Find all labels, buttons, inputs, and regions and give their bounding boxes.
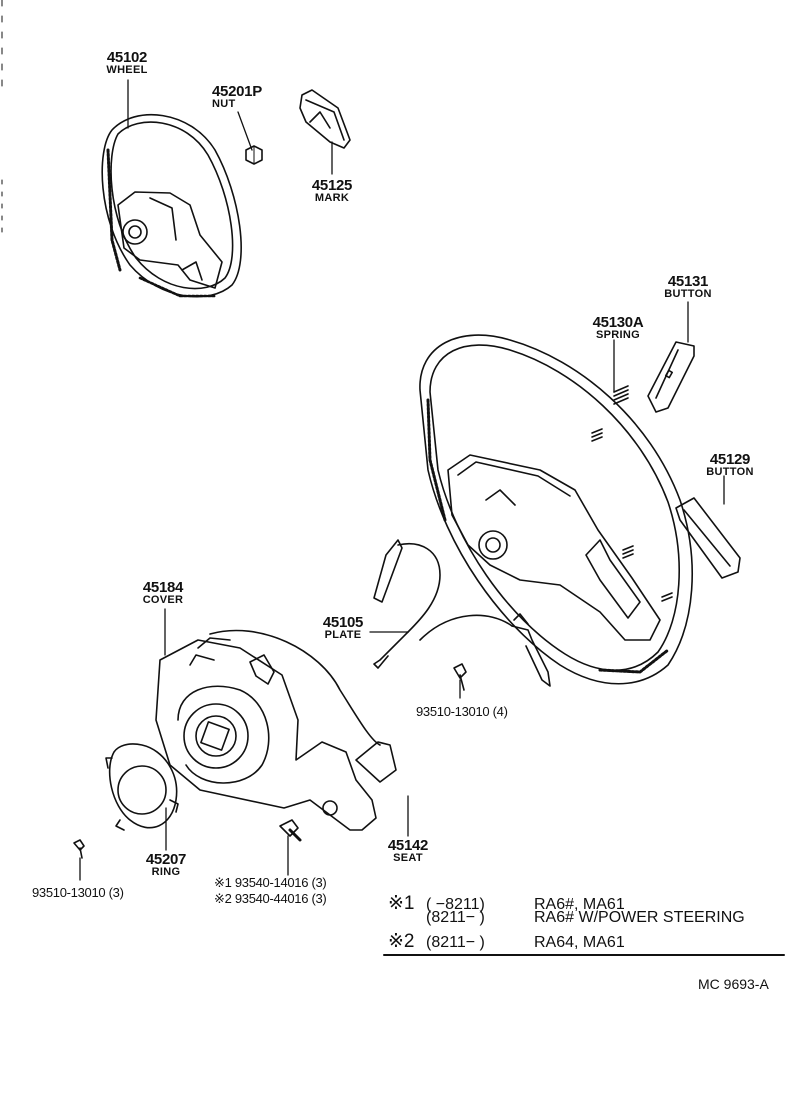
callout-bolt: ※1 93540-14016 (3) ※2 93540-44016 (3) bbox=[214, 875, 327, 906]
callout-screw-ring: 93510-13010 (3) bbox=[32, 886, 124, 899]
part-number: 93510-13010 (4) bbox=[416, 704, 508, 719]
part-number: 45125 bbox=[311, 177, 353, 194]
spring bbox=[613, 385, 629, 405]
note-mark: ※1 bbox=[388, 893, 415, 914]
part-name: BUTTON bbox=[706, 466, 754, 478]
mark-emblem bbox=[299, 89, 351, 149]
plate-wiring bbox=[373, 539, 551, 687]
note-mark: ※2 bbox=[388, 931, 415, 952]
callout-wheel: 45102 WHEEL bbox=[106, 50, 147, 76]
cover bbox=[155, 629, 397, 831]
part-number: ※1 93540-14016 (3) bbox=[214, 875, 327, 890]
button-upper bbox=[647, 341, 695, 413]
screw-plate bbox=[453, 663, 467, 691]
callout-mark: 45125 MARK bbox=[311, 177, 353, 204]
part-number: 93510-13010 (3) bbox=[32, 885, 124, 900]
part-name: SPRING bbox=[596, 329, 640, 341]
part-number: 45184 bbox=[142, 579, 184, 596]
note-models: RA64, MA61 bbox=[534, 934, 625, 951]
ring bbox=[105, 743, 179, 831]
part-number: 45201P bbox=[212, 83, 262, 100]
wheel-large bbox=[419, 334, 693, 685]
part-name: WHEEL bbox=[106, 64, 148, 76]
wheel-small bbox=[101, 113, 242, 298]
note-row-3: ※2 (8211− ) RA64, MA61 bbox=[388, 930, 625, 953]
leader-lines bbox=[79, 79, 725, 881]
callout-ring: 45207 RING bbox=[145, 851, 187, 878]
screw-ring bbox=[73, 839, 85, 859]
part-number: ※2 93540-44016 (3) bbox=[214, 891, 327, 906]
note-range: (8211− ) bbox=[426, 934, 485, 951]
note-range: (8211− ) bbox=[426, 909, 485, 926]
callout-button-lower: 45129 BUTTON bbox=[706, 452, 753, 478]
callout-spring: 45130A SPRING bbox=[593, 315, 644, 341]
nut bbox=[245, 145, 263, 165]
diagram-reference-code: MC 9693-A bbox=[698, 976, 769, 992]
part-name: NUT bbox=[212, 98, 236, 110]
part-name: SEAT bbox=[393, 852, 423, 864]
part-number: 45105 bbox=[322, 614, 364, 631]
note-range: ( −8211) bbox=[426, 896, 485, 913]
callout-cover: 45184 COVER bbox=[143, 580, 184, 606]
note-row-2: (8211− ) RA6# W/POWER STEERING bbox=[388, 909, 745, 927]
callout-plate: 45105 PLATE bbox=[322, 614, 364, 641]
part-number: 45131 bbox=[667, 273, 709, 290]
note-row-1: ※1 ( −8211) RA6#, MA61 bbox=[388, 892, 625, 915]
part-name: COVER bbox=[142, 594, 184, 606]
callout-screw-plate: 93510-13010 (4) bbox=[416, 705, 508, 718]
note-models: RA6# W/POWER STEERING bbox=[534, 909, 745, 926]
part-number: 45102 bbox=[106, 49, 148, 66]
part-name: MARK bbox=[314, 192, 350, 204]
button-lower bbox=[675, 497, 741, 579]
part-number: 45142 bbox=[387, 837, 429, 854]
part-number: 45130A bbox=[592, 314, 644, 331]
bolt bbox=[279, 819, 302, 842]
part-number: 45207 bbox=[145, 851, 187, 868]
callout-nut: 45201P NUT bbox=[212, 84, 262, 110]
part-number: 45129 bbox=[709, 451, 751, 468]
callout-seat: 45142 SEAT bbox=[387, 837, 429, 864]
part-name: RING bbox=[151, 866, 181, 878]
part-name: PLATE bbox=[324, 629, 362, 641]
note-models: RA6#, MA61 bbox=[534, 896, 625, 913]
part-name: BUTTON bbox=[664, 288, 712, 300]
callout-button-upper: 45131 BUTTON bbox=[664, 274, 711, 300]
